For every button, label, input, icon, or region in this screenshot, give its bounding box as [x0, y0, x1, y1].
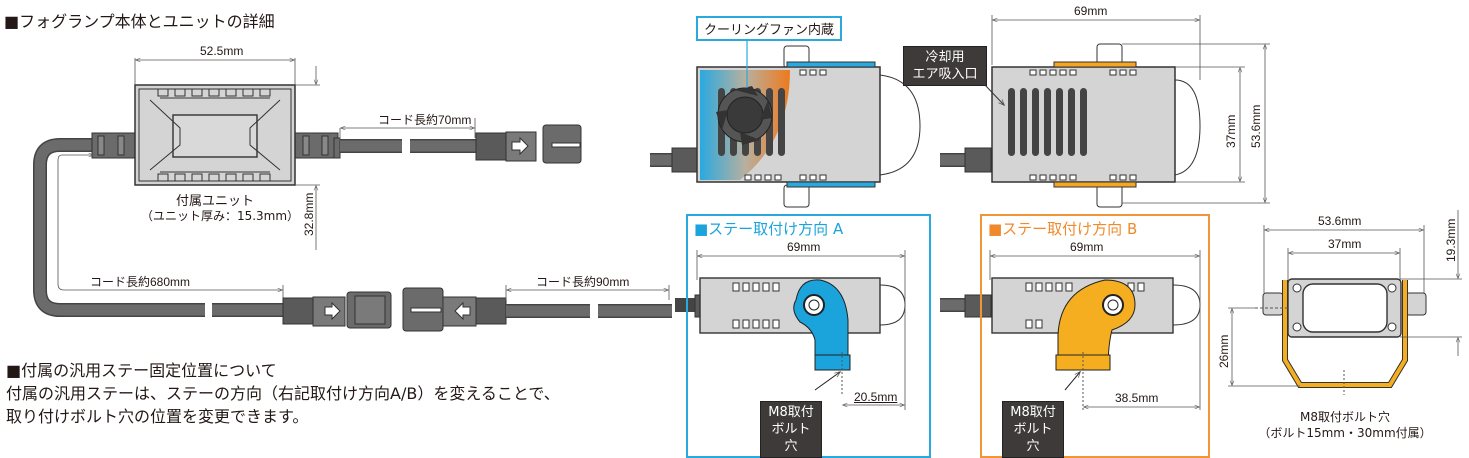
dim-cord-90: [505, 285, 670, 300]
stay-section-heading: ■付属の汎用ステー固定位置について: [6, 361, 277, 380]
front-inner-width-label: 37mm: [1328, 237, 1362, 251]
dim-total-height-label: 53.6mm: [1249, 104, 1263, 148]
mount-b-offset-label: 38.5mm: [1115, 391, 1159, 405]
lamp-intake-view: [940, 43, 1201, 208]
mount-a-bolt-line2: ボルト穴: [771, 422, 811, 454]
diagram-canvas: [33, 15, 1462, 410]
dim-cord-680-label: コード長約680mm: [90, 275, 191, 289]
dim-lamp-length-label: 69mm: [1074, 4, 1108, 18]
cooling-fan-icon: [716, 86, 773, 145]
mount-b-bolt-line1: M8取付: [1010, 405, 1056, 420]
dim-cord-70-label: コード長約70mm: [378, 113, 472, 127]
lamp-front-view: [1255, 278, 1427, 395]
mount-b-title: ■ステー取付け方向 B: [988, 220, 1138, 238]
mount-a-bolt-callout: M8取付 ボルト穴: [760, 401, 822, 458]
cable-loop: [33, 138, 205, 317]
unit-strain-relief-left: [91, 132, 138, 159]
page-title: ■フォグランプ本体とユニットの詳細: [4, 12, 275, 31]
stay-section-line1: 付属の汎用ステーは、ステーの方向（右記取付け方向A/B）を変えることで、: [6, 384, 560, 403]
mount-a-title: ■ステー取付け方向 A: [694, 220, 844, 238]
connector-female-bottom: [402, 287, 507, 332]
mount-a-offset-label: 20.5mm: [854, 390, 898, 404]
lamp-fan-view: [650, 37, 921, 208]
mount-b-length-label: 69mm: [1070, 240, 1104, 254]
stay-section-line2: 取り付けボルト穴の位置を変更できます。: [6, 407, 309, 426]
dim-lamp-height: [1122, 43, 1270, 204]
dim-unit-height: [295, 66, 320, 250]
dim-cord-90-label: コード長約90mm: [536, 275, 630, 289]
unit-sublabel: （ユニット厚み：15.3mm）: [140, 209, 300, 223]
air-intake-callout-line2: エア吸入口: [912, 67, 978, 82]
air-intake-callout-line1: 冷却用: [925, 50, 965, 65]
dim-front-view: [1228, 210, 1462, 387]
unit-label: 付属ユニット: [175, 194, 254, 209]
dim-cord-70: [339, 118, 476, 140]
dim-unit-width-label: 52.5mm: [200, 44, 244, 58]
dim-unit-width: [134, 57, 296, 85]
front-bottom-offset-label: 26mm: [1217, 334, 1231, 368]
connector-male-top: [475, 124, 582, 164]
front-top-offset-label: 19.3mm: [1444, 218, 1458, 262]
fan-callout: クーリングファン内蔵: [696, 16, 843, 41]
front-view-sublabel: （ボルト15mm・30mm付属）: [1258, 426, 1432, 440]
mount-b-bolt-callout: M8取付 ボルト穴: [1002, 401, 1064, 458]
cord-70: [333, 137, 476, 159]
front-view-label: M8取付ボルト穴: [1300, 410, 1390, 424]
mount-b-bolt-line2: ボルト穴: [1013, 422, 1053, 454]
unit-strain-relief-right: [292, 132, 339, 159]
mount-a-length-label: 69mm: [787, 240, 821, 254]
front-outer-width-label: 53.6mm: [1318, 214, 1362, 228]
dim-body-height-label: 37mm: [1224, 114, 1238, 148]
dim-mount-a: [696, 250, 906, 410]
dim-lamp-length: [991, 15, 1201, 80]
dim-mount-b: [989, 250, 1201, 410]
connector-male-bottom: [282, 291, 392, 329]
mount-a-bolt-line1: M8取付: [768, 405, 814, 420]
lamp-mount-b: [940, 277, 1201, 410]
lamp-mount-a: [675, 277, 906, 395]
control-unit: [134, 84, 296, 186]
air-intake-callout: 冷却用 エア吸入口: [903, 46, 987, 86]
